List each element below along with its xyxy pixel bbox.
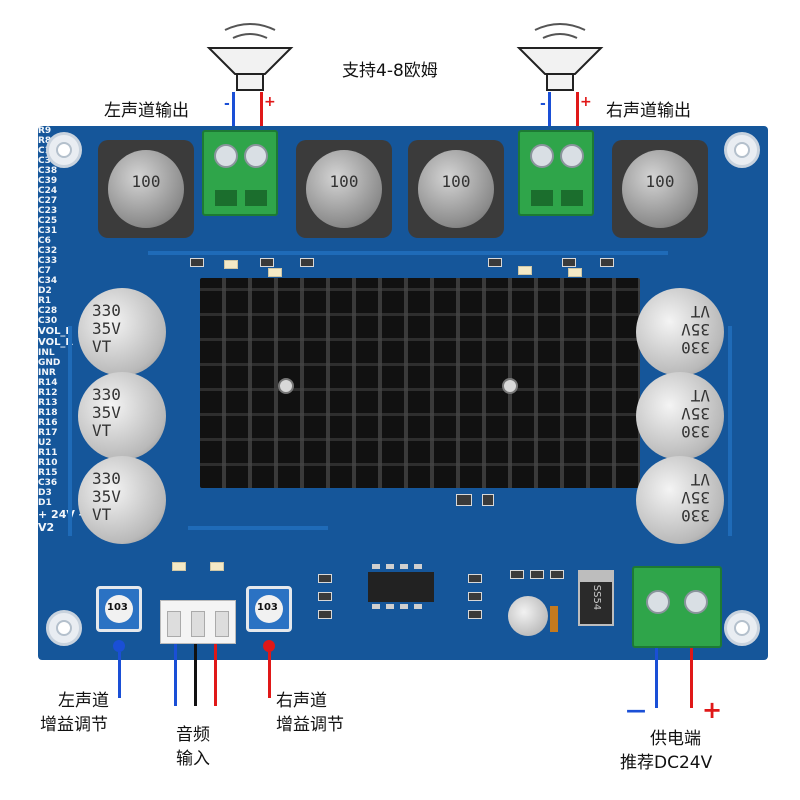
- d1-schottky-diode: SS54: [578, 570, 614, 626]
- mounting-hole: [46, 132, 82, 168]
- silk-r13: R13: [38, 398, 58, 408]
- silk-vol-r: VOL_R: [38, 337, 74, 348]
- silk-d2: D2: [38, 286, 52, 296]
- inductor: 100: [98, 140, 194, 238]
- silk-u2: U2: [38, 438, 52, 448]
- heatsink-screw: [502, 378, 518, 394]
- silk-c32: C32: [38, 246, 58, 256]
- silk-gnd: GND: [38, 358, 61, 368]
- left-gain-marker: [113, 640, 125, 652]
- silk-r12: R12: [38, 388, 58, 398]
- audio-input-wire-gnd: [194, 644, 197, 706]
- silk-v2: V2: [38, 521, 55, 534]
- left-plus-mark: +: [264, 94, 276, 110]
- right-gain-potentiometer[interactable]: 103: [246, 586, 292, 632]
- capacitor-c36: [508, 596, 548, 636]
- silk-c34: C34: [38, 276, 58, 286]
- right-gain-marker: [263, 640, 275, 652]
- silk-r18: R18: [38, 408, 58, 418]
- pcb-board: 100 100 100 100 R9 R8 C19 C35 C38 C39 C2…: [38, 126, 768, 660]
- audio-input-wire-right: [214, 644, 217, 706]
- silk-c33: C33: [38, 256, 58, 266]
- power-label-2: 推荐DC24V: [620, 753, 713, 773]
- inductor: 100: [612, 140, 708, 238]
- silk-c7: C7: [38, 266, 51, 276]
- d3-diode: [550, 606, 558, 632]
- right-minus-mark: -: [540, 96, 546, 112]
- silk-inr: INR: [38, 368, 56, 378]
- silk-c23: C23: [38, 206, 58, 216]
- right-gain-wire: [268, 652, 271, 698]
- silk-c35: C35: [38, 156, 58, 166]
- speaker-icon: [206, 23, 294, 91]
- silk-c36: C36: [38, 478, 58, 488]
- right-speaker-wire-minus: [548, 92, 551, 136]
- left-gain-label-1: 左声道: [58, 691, 109, 711]
- left-gain-label-2: 增益调节: [40, 715, 108, 735]
- power-minus-mark: —: [626, 698, 646, 722]
- audio-input-wire-left: [174, 644, 177, 706]
- power-terminal[interactable]: [632, 566, 722, 648]
- left-output-label: 左声道输出: [104, 101, 189, 121]
- speaker-icon: [516, 23, 604, 91]
- impedance-label: 支持4-8欧姆: [342, 61, 438, 81]
- right-gain-label-1: 右声道: [276, 691, 327, 711]
- audio-input-connector[interactable]: [160, 600, 236, 644]
- silk-r10: R10: [38, 458, 58, 468]
- silk-c39: C39: [38, 176, 58, 186]
- silk-d1: D1: [38, 498, 52, 508]
- right-speaker-terminal[interactable]: [518, 130, 594, 216]
- right-output-label: 右声道输出: [606, 101, 691, 121]
- power-label-1: 供电端: [650, 729, 701, 749]
- silk-d3: D3: [38, 488, 52, 498]
- silk-c24: C24: [38, 186, 58, 196]
- left-minus-mark: -: [224, 96, 230, 112]
- power-wire-plus: [690, 648, 693, 708]
- u2-chip: [368, 572, 434, 602]
- right-speaker-wire-plus: [576, 92, 579, 136]
- audio-input-label-2: 输入: [176, 749, 210, 769]
- silk-c6: C6: [38, 236, 51, 246]
- silk-r8: R8: [38, 136, 52, 146]
- inductor: 100: [296, 140, 392, 238]
- silk-r15: R15: [38, 468, 58, 478]
- silk-r9: R9: [38, 126, 52, 136]
- power-plus-mark: +: [702, 696, 723, 724]
- mounting-hole: [724, 610, 760, 646]
- silk-c38: C38: [38, 166, 58, 176]
- silk-c28: C28: [38, 306, 58, 316]
- left-speaker-wire-plus: [260, 92, 263, 136]
- left-gain-potentiometer[interactable]: 103: [96, 586, 142, 632]
- silk-r11: R11: [38, 448, 58, 458]
- mounting-hole: [724, 132, 760, 168]
- left-gain-wire: [118, 652, 121, 698]
- silk-c30: C30: [38, 316, 58, 326]
- heatsink: [200, 278, 640, 488]
- left-speaker-terminal[interactable]: [202, 130, 278, 216]
- silk-c31: C31: [38, 226, 58, 236]
- inductor: 100: [408, 140, 504, 238]
- silk-r14: R14: [38, 378, 58, 388]
- right-plus-mark: +: [580, 94, 592, 110]
- power-wire-minus: [655, 648, 658, 708]
- left-speaker-wire-minus: [232, 92, 235, 136]
- silk-vol-l: VOL_L: [38, 326, 72, 337]
- silk-c27: C27: [38, 196, 58, 206]
- audio-input-label-1: 音频: [176, 725, 210, 745]
- silk-c25: C25: [38, 216, 58, 226]
- silk-r1: R1: [38, 296, 52, 306]
- heatsink-screw: [278, 378, 294, 394]
- silk-r17: R17: [38, 428, 58, 438]
- silk-r16: R16: [38, 418, 58, 428]
- silk-inl: INL: [38, 348, 55, 358]
- mounting-hole: [46, 610, 82, 646]
- right-gain-label-2: 增益调节: [276, 715, 344, 735]
